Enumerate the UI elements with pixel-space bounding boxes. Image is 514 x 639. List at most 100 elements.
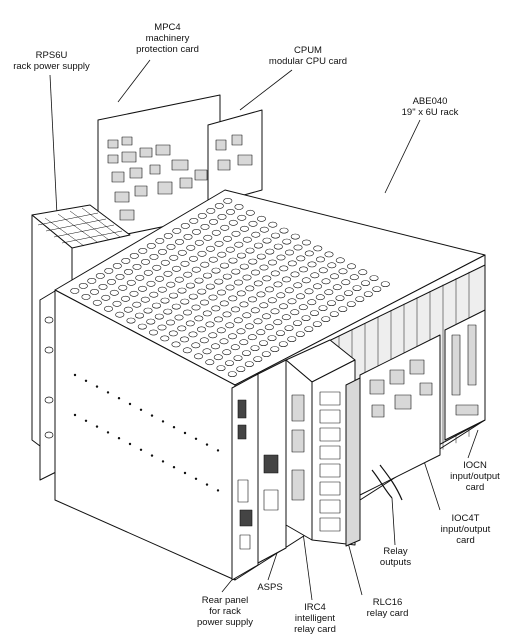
vent-hole xyxy=(234,241,244,248)
vent-hole xyxy=(132,263,142,270)
vent-hole xyxy=(194,315,204,322)
vent-hole xyxy=(275,330,285,336)
vent-hole xyxy=(278,303,288,310)
vent-hole xyxy=(256,329,266,336)
label-ioc4t: IOC4T input/output card xyxy=(423,513,508,546)
vent-hole xyxy=(251,269,261,276)
vent-hole xyxy=(78,282,88,289)
vent-hole xyxy=(157,286,167,293)
vent-hole xyxy=(352,285,362,291)
vent-hole xyxy=(217,251,227,258)
vent-hole xyxy=(202,310,212,317)
vent-hole xyxy=(216,365,226,371)
vent-hole xyxy=(318,305,328,311)
vent-hole xyxy=(225,246,235,253)
vent-hole xyxy=(292,320,302,326)
leader-cpum xyxy=(239,69,293,111)
label-relay-outputs: Relay outputs xyxy=(368,546,423,568)
vent-hole xyxy=(355,296,365,302)
side-vent-dot xyxy=(128,442,132,446)
label-rps6u: RPS6U rack power supply xyxy=(4,50,99,72)
vent-hole xyxy=(222,273,232,280)
vent-hole xyxy=(298,266,308,273)
label-line: MPC4 xyxy=(154,22,181,33)
vent-hole xyxy=(278,341,288,347)
vent-hole xyxy=(248,220,258,227)
side-vent-dot xyxy=(194,477,198,480)
vent-hole xyxy=(329,273,339,280)
relay-block xyxy=(319,481,341,496)
vent-hole xyxy=(214,316,224,323)
vent-hole xyxy=(231,306,241,313)
vent-hole xyxy=(211,305,221,312)
vent-hole xyxy=(369,275,379,281)
vent-hole xyxy=(166,281,176,288)
vent-hole xyxy=(225,322,235,329)
vent-hole xyxy=(129,252,139,259)
vent-hole xyxy=(200,261,210,268)
vent-hole xyxy=(315,256,325,263)
vent-hole xyxy=(234,279,244,286)
vent-hole xyxy=(223,197,233,204)
side-vent-dot xyxy=(205,443,209,446)
vent-hole xyxy=(335,257,345,264)
leader-iocn xyxy=(467,429,479,459)
vent-hole xyxy=(140,296,150,303)
vent-hole xyxy=(180,298,190,305)
vent-hole xyxy=(219,300,229,307)
vent-hole xyxy=(182,347,192,354)
vent-hole xyxy=(237,252,247,259)
vent-hole xyxy=(226,208,236,215)
side-vent-dot xyxy=(84,379,88,382)
vent-hole xyxy=(233,317,243,324)
vent-hole xyxy=(253,318,263,325)
vent-hole xyxy=(208,332,218,339)
side-vent-dot xyxy=(73,413,77,417)
relay-block xyxy=(319,391,341,406)
vent-hole xyxy=(200,223,210,230)
vent-hole xyxy=(152,264,162,271)
label-line: relay card xyxy=(294,624,336,635)
leader-abe040 xyxy=(384,119,421,194)
vent-hole xyxy=(172,265,182,272)
vent-hole xyxy=(121,295,131,302)
vent-hole xyxy=(346,301,356,307)
vent-hole xyxy=(313,245,323,252)
vent-hole xyxy=(194,277,204,284)
vent-hole xyxy=(267,335,277,341)
vent-hole xyxy=(276,292,286,299)
vent-hole xyxy=(273,281,283,288)
vent-hole xyxy=(259,226,269,233)
vent-hole xyxy=(273,243,283,250)
vent-hole xyxy=(233,355,243,361)
side-vent-dot xyxy=(128,402,132,406)
label-line: ABE040 xyxy=(412,96,448,107)
vent-hole xyxy=(301,277,311,284)
vent-hole xyxy=(189,255,199,262)
vent-hole xyxy=(149,253,159,260)
label-line: input/output xyxy=(440,524,491,535)
vent-hole xyxy=(183,309,193,316)
vent-hole xyxy=(225,284,235,291)
vent-hole xyxy=(281,314,291,321)
vent-hole xyxy=(208,294,218,301)
vent-hole xyxy=(157,324,167,331)
vent-hole xyxy=(101,294,111,301)
vent-hole xyxy=(301,315,311,321)
label-line: relay card xyxy=(366,608,409,619)
vent-hole xyxy=(327,262,337,269)
vent-hole xyxy=(135,312,145,319)
vent-hole xyxy=(290,233,300,240)
vent-hole xyxy=(310,272,320,279)
label-irc4: IRC4 intelligent relay card xyxy=(280,602,350,635)
vent-hole xyxy=(205,359,215,366)
label-line: ASPS xyxy=(257,582,283,593)
vent-hole xyxy=(259,302,269,309)
label-line: card xyxy=(456,535,475,546)
vent-hole xyxy=(138,285,148,292)
vent-hole xyxy=(217,213,227,220)
label-line: IOC4T xyxy=(451,513,480,524)
vent-hole xyxy=(202,348,212,355)
vent-hole xyxy=(149,291,159,298)
